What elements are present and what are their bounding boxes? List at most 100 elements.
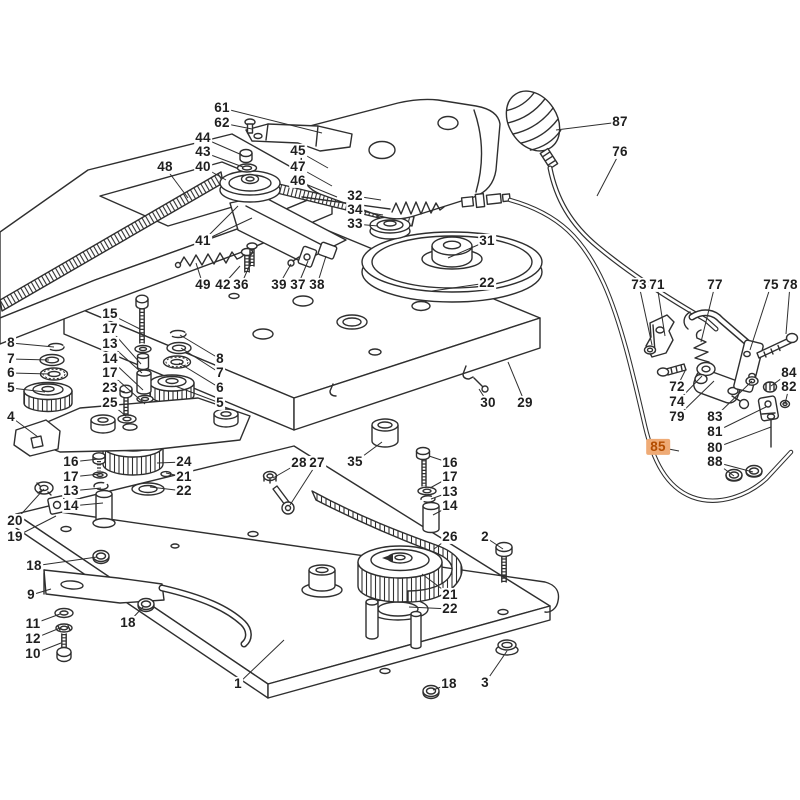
part-label-16: 16 <box>62 453 80 470</box>
part-label-5: 5 <box>215 394 225 411</box>
part-label-17: 17 <box>101 320 119 337</box>
part-label-49: 49 <box>194 276 212 293</box>
part-label-39: 39 <box>270 276 288 293</box>
shift-knob <box>505 90 562 170</box>
part-label-38: 38 <box>308 276 326 293</box>
leader-line <box>555 121 621 131</box>
part-label-7: 7 <box>215 364 225 381</box>
fasteners-bottom <box>262 470 519 656</box>
leader-line <box>237 639 285 685</box>
bushing <box>371 418 399 448</box>
washer-and-guide <box>34 481 67 515</box>
part-label-88: 88 <box>706 453 724 470</box>
spacer-stack-left <box>92 452 116 529</box>
spindle-bolt-stack <box>134 294 154 404</box>
part-label-87: 87 <box>611 113 629 130</box>
leader-line <box>638 284 653 346</box>
part-label-62: 62 <box>213 114 231 131</box>
leader-line <box>180 347 221 374</box>
part-label-3: 3 <box>480 674 490 691</box>
drive-pulley <box>361 231 543 303</box>
part-label-61: 61 <box>213 99 231 116</box>
part-label-14: 14 <box>441 497 459 514</box>
clutch-cable <box>301 192 794 503</box>
flanged-nuts <box>92 549 440 700</box>
leader-line <box>431 282 488 292</box>
part-label-13: 13 <box>441 483 459 500</box>
bearing-stack-right <box>149 329 195 404</box>
part-label-8: 8 <box>6 334 16 351</box>
part-label-19: 19 <box>6 528 24 545</box>
tension-spring <box>174 251 246 269</box>
leader-line <box>178 362 221 389</box>
idler-pulley-40 <box>219 148 281 203</box>
part-label-7: 7 <box>6 350 16 367</box>
shaft-pins <box>365 598 422 650</box>
part-label-83: 83 <box>706 408 724 425</box>
leader-line <box>596 151 621 197</box>
part-label-1: 1 <box>233 675 243 692</box>
part-label-29: 29 <box>516 394 534 411</box>
part-label-45: 45 <box>289 142 307 159</box>
part-label-40: 40 <box>194 158 212 175</box>
part-label-30: 30 <box>479 394 497 411</box>
part-label-23: 23 <box>101 379 119 396</box>
part-label-43: 43 <box>194 143 212 160</box>
part-label-4: 4 <box>6 408 16 425</box>
leader-line <box>10 342 55 348</box>
part-label-31: 31 <box>478 232 496 249</box>
part-label-12: 12 <box>24 630 42 647</box>
bolt-23 <box>117 384 137 424</box>
part-label-33: 33 <box>346 215 364 232</box>
part-label-77: 77 <box>706 276 724 293</box>
part-label-76: 76 <box>611 143 629 160</box>
part-label-41: 41 <box>194 232 212 249</box>
part-label-2: 2 <box>480 528 490 545</box>
part-label-27: 27 <box>308 454 326 471</box>
part-label-25: 25 <box>101 394 119 411</box>
part-label-37: 37 <box>289 276 307 293</box>
leader-line <box>10 387 46 393</box>
leader-line <box>700 284 716 343</box>
bearing-stack-left <box>23 342 73 413</box>
part-label-14: 14 <box>62 497 80 514</box>
leader-line <box>221 107 323 134</box>
part-label-47: 47 <box>289 158 307 175</box>
part-label-34: 34 <box>346 201 364 218</box>
part-label-8: 8 <box>215 350 225 367</box>
support-arm <box>43 569 252 648</box>
part-label-81: 81 <box>706 423 724 440</box>
part-label-17: 17 <box>62 468 80 485</box>
leader-line <box>174 385 221 404</box>
engagement-rod <box>59 511 560 613</box>
part-label-26: 26 <box>441 528 459 545</box>
part-label-75: 75 <box>762 276 780 293</box>
part-label-22: 22 <box>175 482 193 499</box>
leader-line <box>10 358 50 361</box>
part-label-82: 82 <box>780 378 798 395</box>
bolt-stack-bottom-left <box>54 607 74 663</box>
part-label-11: 11 <box>24 615 42 632</box>
leader-line <box>10 372 51 375</box>
part-label-18: 18 <box>119 614 137 631</box>
part-label-16: 16 <box>441 454 459 471</box>
leader-line <box>179 334 221 360</box>
leader-line <box>33 556 98 567</box>
part-label-35: 35 <box>346 453 364 470</box>
cover-bracket <box>244 118 353 152</box>
part-label-14: 14 <box>101 350 119 367</box>
part-label-74: 74 <box>668 393 686 410</box>
lever-plate <box>37 397 251 453</box>
part-label-71: 71 <box>648 276 666 293</box>
spacer-stack-center <box>415 446 440 534</box>
part-label-84: 84 <box>780 364 798 381</box>
part-label-73: 73 <box>630 276 648 293</box>
cable-clamp <box>287 241 338 268</box>
part-label-6: 6 <box>215 379 225 396</box>
shift-rod <box>547 165 761 355</box>
linkage-mechanism <box>643 314 799 482</box>
part-label-46: 46 <box>289 172 307 189</box>
